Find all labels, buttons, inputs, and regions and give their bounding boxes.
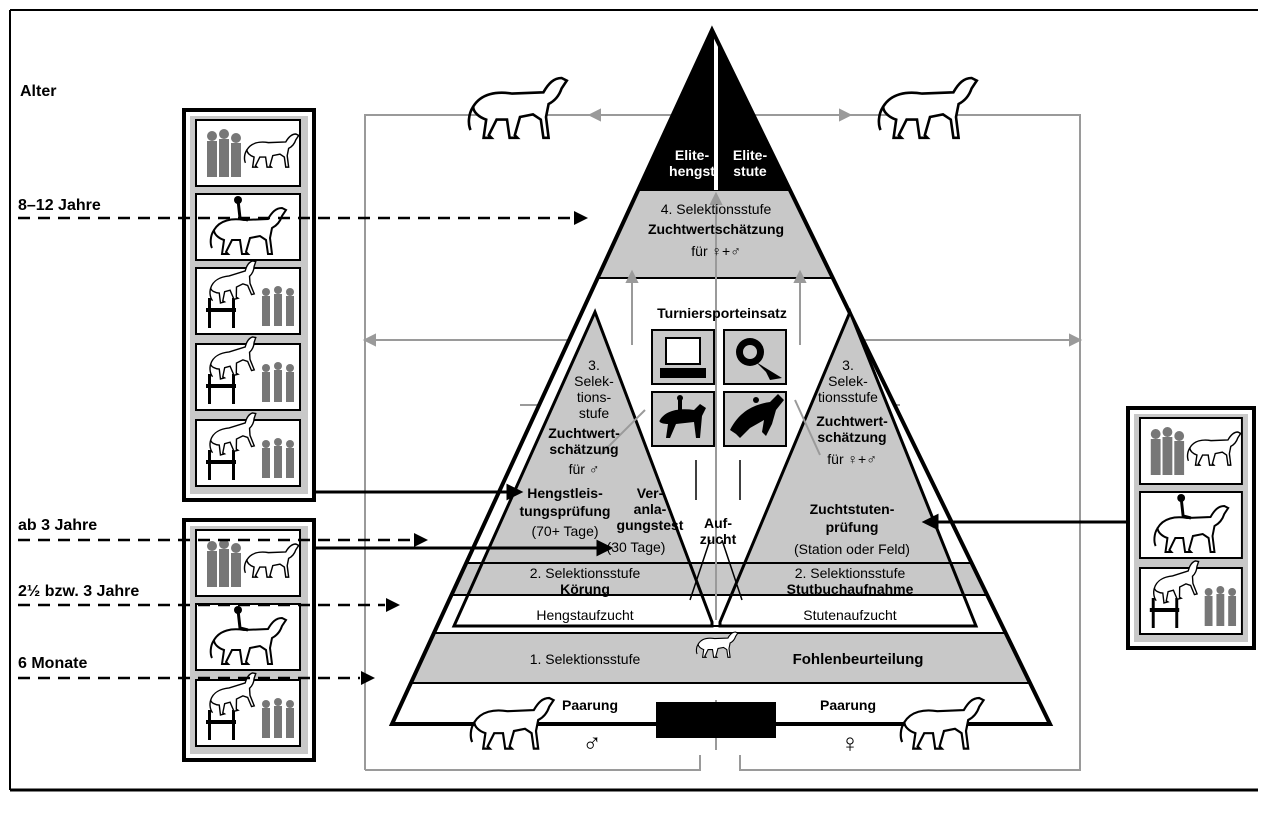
mare-top-horse-icon (877, 76, 979, 140)
aufzucht-2: zucht (700, 531, 737, 547)
stage2-right-title: 2. Selektionsstufe (795, 565, 906, 581)
right-inner-pyramid (718, 308, 979, 628)
stage2-left-title: 2. Selektionsstufe (530, 565, 641, 581)
tournament-label: Turniersporteinsatz (657, 305, 787, 321)
gray-arrows (362, 108, 1083, 750)
s3r-t1: Selek- (828, 373, 868, 389)
stage4-subtitle: Zuchtwertschätzung (648, 221, 784, 237)
stage4-for: für ♀+♂ (691, 243, 740, 259)
s3l-z0: Zuchtwert- (548, 425, 620, 441)
s3l-v2: gungstest (617, 517, 684, 533)
s3l-v0: Ver- (637, 485, 664, 501)
age-level-2-5: 2½ bzw. 3 Jahre (18, 583, 139, 600)
age-heading: Alter (20, 83, 56, 100)
jumper-icon (723, 391, 787, 447)
age-dashed-lines (18, 216, 570, 680)
s3l-h2: (70+ Tage) (531, 523, 598, 539)
left-lower-panel (182, 518, 316, 762)
s3r-p0: Zuchtstuten- (810, 501, 895, 517)
s3l-z1: schätzung (549, 441, 618, 457)
stage1-right: Fohlenbeurteilung (793, 651, 924, 668)
panel-arrows (314, 483, 1128, 557)
stallion-top-horse-icon (467, 76, 569, 140)
age-arrowheads (361, 211, 588, 685)
elite-stallion-label-2: hengst (669, 163, 715, 179)
s3l-t1: Selek- (574, 373, 614, 389)
rearing-left: Hengstaufzucht (536, 607, 633, 623)
age-level-3: ab 3 Jahre (18, 517, 97, 534)
s3l-t0: 3. (588, 357, 600, 373)
s3r-z1: schätzung (817, 429, 886, 445)
tournament-icons (651, 329, 787, 447)
stage3-right: 3. Selek- tionsstufe Zuchtwert- schätzun… (794, 357, 910, 557)
elite-labels: Elite- hengst Elite- stute (669, 147, 767, 179)
s3l-t3: stufe (579, 405, 610, 421)
s3l-t2: tions- (577, 389, 612, 405)
elite-stallion-label: Elite- (675, 147, 710, 163)
s3l-v1: anla- (634, 501, 667, 517)
female-symbol: ♀ (840, 728, 860, 758)
s3r-t0: 3. (842, 357, 854, 373)
stage2-right-subtitle: Stutbuchaufnahme (787, 581, 914, 597)
left-upper-panel (182, 108, 316, 502)
elite-mare-label-2: stute (733, 163, 767, 179)
age-level-6m: 6 Monate (18, 655, 87, 672)
mating-right: Paarung (820, 697, 876, 713)
stage4-title: 4. Selektionsstufe (661, 201, 772, 217)
elite-mare-label: Elite- (733, 147, 768, 163)
stage1-left: 1. Selektionsstufe (530, 651, 641, 667)
rosette-icon (723, 329, 787, 385)
s3r-t2: tionsstufe (818, 389, 878, 405)
s3l-z2: für ♂ (569, 461, 600, 477)
s3r-p2: (Station oder Feld) (794, 541, 910, 557)
stage3-left: 3. Selek- tions- stufe Zuchtwert- schätz… (520, 357, 684, 555)
s3l-h1: tungsprüfung (520, 503, 611, 519)
s3l-v3: (30 Tage) (607, 539, 666, 555)
s3l-h0: Hengstleis- (527, 485, 603, 501)
s3r-z0: Zuchtwert- (816, 413, 888, 429)
s3r-z2: für ♀+♂ (827, 451, 876, 467)
s3r-p1: prüfung (826, 519, 879, 535)
age-level-8-12: 8–12 Jahre (18, 197, 101, 214)
male-symbol: ♂ (582, 728, 602, 758)
elite-mating-label: Elitepaarung (674, 713, 759, 729)
aufzucht-1: Auf- (704, 515, 732, 531)
black-arrows-center (689, 460, 743, 601)
dressage-rider-icon (651, 391, 715, 447)
mating-left: Paarung (562, 697, 618, 713)
right-panel (1126, 406, 1256, 650)
elite-mating-box: Elitepaarung (656, 702, 776, 738)
computer-icon (651, 329, 715, 385)
stage2-left-subtitle: Körung (560, 581, 610, 597)
rearing-right: Stutenaufzucht (803, 607, 897, 623)
